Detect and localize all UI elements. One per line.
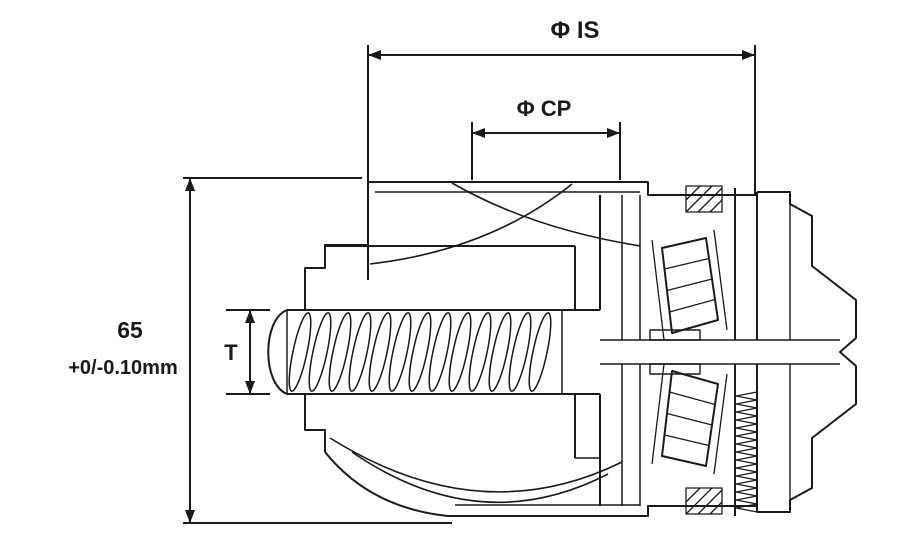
arrowhead-up-icon [185, 178, 195, 191]
arrowhead-up-icon [245, 310, 255, 323]
dimension-phi-cp [471, 122, 621, 180]
seal-bottom [685, 487, 723, 515]
worm-shaft [267, 309, 600, 395]
dim-label-phi-is: Φ IS [550, 17, 599, 44]
serrated-section [735, 391, 758, 513]
arrowhead-left-icon [368, 50, 381, 60]
thread-coils [288, 312, 552, 392]
dim-label-height-value: 65 [117, 317, 143, 343]
dim-label-height-tolerance: +0/-0.10mm [68, 357, 178, 379]
dimension-t [226, 309, 270, 395]
bearing-cage-top [649, 329, 701, 341]
arrowhead-left-icon [472, 128, 485, 138]
tapered-roller-bearing-bottom [651, 363, 728, 475]
part-geometry [267, 181, 857, 517]
arrowhead-down-icon [245, 381, 255, 394]
arrowhead-down-icon [185, 510, 195, 523]
end-cap [757, 191, 857, 513]
arrowhead-right-icon [742, 50, 755, 60]
bearing-cage-bottom [649, 363, 701, 375]
housing [304, 181, 840, 517]
dimension-height-65 [183, 177, 452, 524]
dimension-phi-is [367, 45, 756, 280]
arrowhead-right-icon [607, 128, 620, 138]
seal-top [685, 185, 723, 213]
dim-label-phi-cp: Φ CP [517, 96, 572, 121]
dim-label-t: T [224, 340, 238, 365]
tapered-roller-bearing-top [651, 229, 728, 341]
